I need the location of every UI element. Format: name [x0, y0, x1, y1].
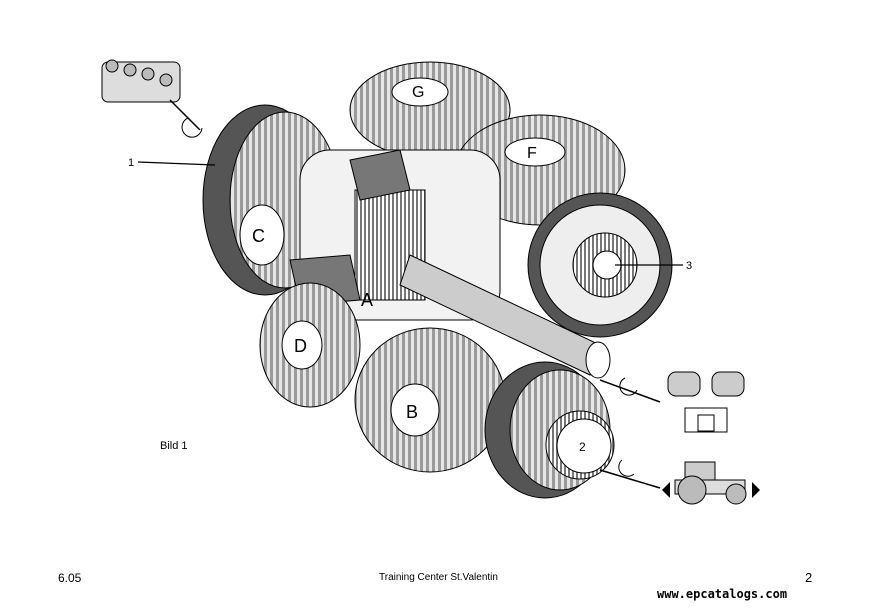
- footer-date: 6.05: [58, 571, 82, 585]
- main-shaft: [399, 254, 611, 379]
- callouts: 1 3 2: [128, 157, 692, 454]
- gear-label-f: F: [527, 145, 537, 162]
- gear-b: [354, 327, 506, 473]
- tractor-icon: [599, 459, 760, 505]
- footer-center: Training Center St.Valentin: [379, 572, 498, 583]
- gear-labels: G F C A D B: [252, 84, 537, 422]
- gear-label-g: G: [412, 84, 424, 101]
- gear-label-b: B: [406, 402, 418, 422]
- output-gear-2: [484, 361, 615, 499]
- callout-2-label: 2: [579, 440, 586, 454]
- watermark: www.epcatalogs.com: [657, 587, 788, 601]
- callout-1-label: 1: [128, 157, 134, 169]
- gear-g: [349, 61, 511, 159]
- pump-block-icon: [101, 59, 203, 138]
- gear-label-d: D: [294, 336, 307, 356]
- pump-output-icons: [599, 371, 745, 433]
- gear-d: [259, 282, 361, 408]
- page-number: 2: [805, 570, 813, 585]
- figure-caption: Bild 1: [160, 440, 188, 452]
- gear-label-c: C: [252, 226, 265, 246]
- gear-label-a: A: [361, 290, 373, 310]
- gear-bearing-3: [527, 192, 673, 338]
- callout-3-label: 3: [686, 260, 692, 272]
